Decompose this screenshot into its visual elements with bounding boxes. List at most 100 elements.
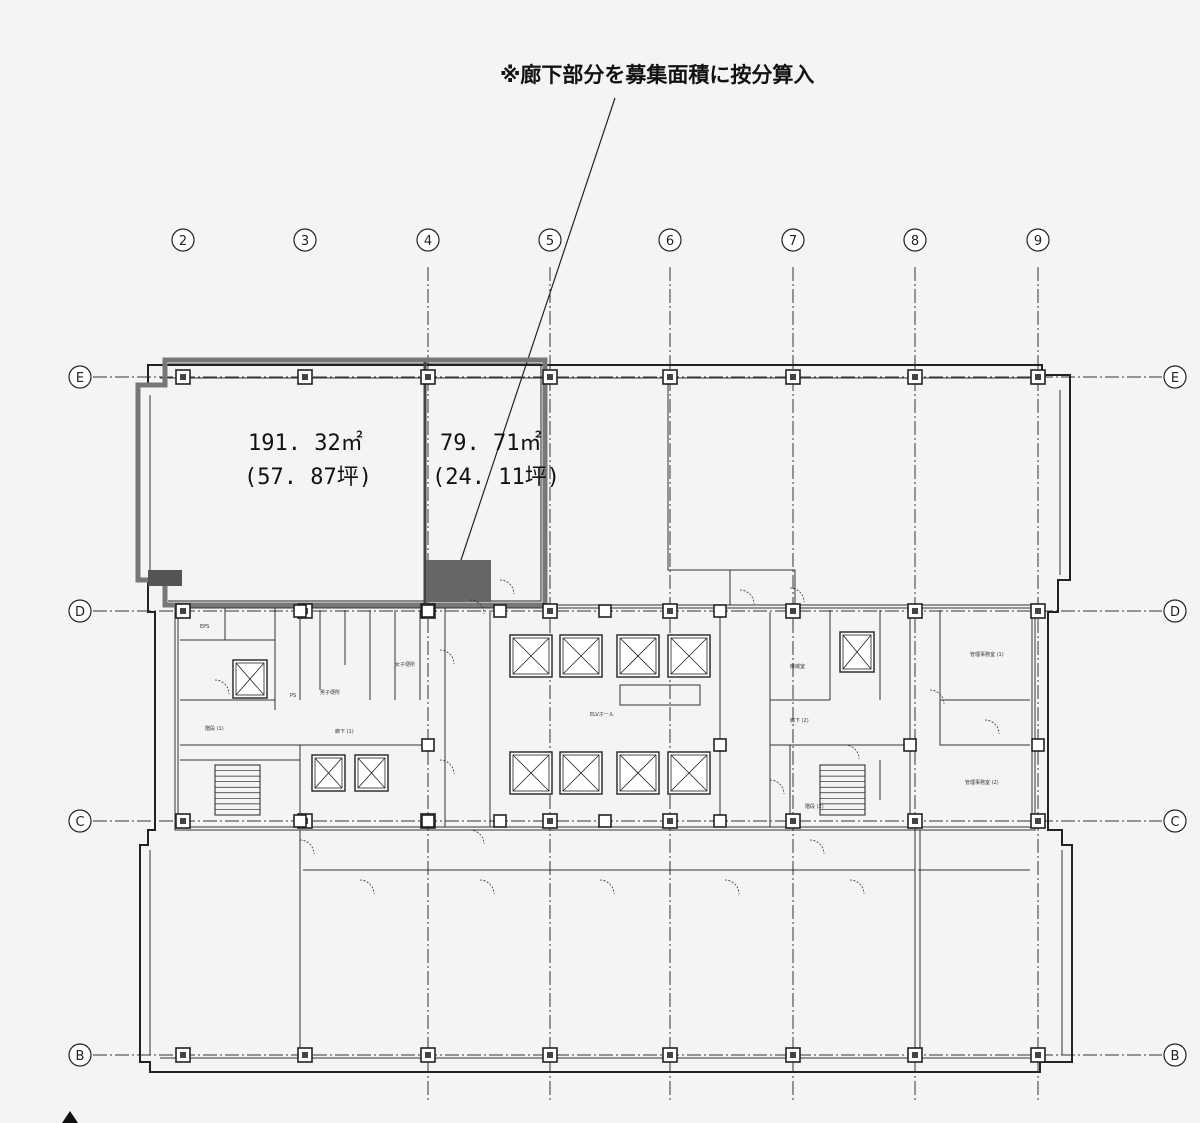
- door-swing-17: [439, 759, 455, 775]
- column-core-2-5: [790, 818, 796, 824]
- column-core-3-0: [180, 1052, 186, 1058]
- door-swing-10: [469, 829, 485, 845]
- elevator-upper-0-inner: [512, 637, 550, 675]
- column-core-0-3: [547, 374, 553, 380]
- column-core-3-6: [912, 1052, 918, 1058]
- core-column-13: [1031, 738, 1045, 752]
- elevator-east-a-cross-b: [842, 634, 872, 670]
- column-core-0-7: [1035, 374, 1041, 380]
- elevator-west-c-cross-b: [357, 757, 386, 789]
- grid-label-row-C-left: C: [75, 815, 84, 830]
- door-swing-18: [439, 649, 455, 665]
- grid-label-row-D-left: D: [75, 605, 85, 620]
- elevator-west-c-inner: [357, 757, 386, 789]
- grid-bubble-col-2: [171, 228, 195, 252]
- core-column-6: [421, 814, 435, 828]
- core-partitions: [180, 608, 1030, 827]
- column-core-0-1: [302, 374, 308, 380]
- door-swing-11: [809, 839, 825, 855]
- grid-label-row-D-right: D: [1170, 605, 1180, 620]
- elevator-lower-2-inner: [619, 754, 657, 792]
- unit-2-area-tsubo: (24. 11坪): [432, 465, 560, 490]
- column-core-1-5: [790, 608, 796, 614]
- grid-bubble-row-E-right: [1163, 365, 1187, 389]
- core-column-5: [293, 814, 307, 828]
- grid-label-col-4: 4: [424, 234, 432, 249]
- elevator-lower-1-cross-b: [562, 754, 600, 792]
- core-column-3: [713, 604, 727, 618]
- core-column-8: [598, 814, 612, 828]
- grid-label-row-B-right: B: [1171, 1049, 1180, 1064]
- column-core-1-0: [180, 608, 186, 614]
- elevator-upper-2-cross-b: [619, 637, 657, 675]
- elevator-upper-2-inner: [619, 637, 657, 675]
- stair-west: [214, 764, 261, 816]
- column-core-3-4: [667, 1052, 673, 1058]
- door-swing-0: [499, 579, 515, 595]
- grid-label-row-E-left: E: [76, 371, 84, 386]
- core-column-9: [713, 814, 727, 828]
- grid-bubble-row-D-left: [68, 599, 92, 623]
- elevator-banks: [232, 631, 875, 795]
- elevator-lower-3-cross-b: [670, 754, 708, 792]
- door-swing-8: [849, 879, 865, 895]
- room-label-corridor-2: 廊下 (2): [790, 717, 809, 724]
- core-column-10: [493, 604, 507, 618]
- grid-label-row-B-left: B: [76, 1049, 85, 1064]
- core-column-4: [421, 738, 435, 752]
- door-swing-5: [479, 879, 495, 895]
- column-core-2-7: [1035, 818, 1041, 824]
- grid-label-col-8: 8: [911, 234, 919, 249]
- grid-bubble-row-D-right: [1163, 599, 1187, 623]
- column-core-2-6: [912, 818, 918, 824]
- grid-bubble-col-6: [658, 228, 682, 252]
- unit-2-area-m2: 79. 71㎡: [440, 430, 541, 456]
- column-core-1-4: [667, 608, 673, 614]
- column-core-2-4: [667, 818, 673, 824]
- grid-label-col-3: 3: [301, 234, 309, 249]
- elevator-lower-0-cross-b: [512, 754, 550, 792]
- core-column-11: [713, 738, 727, 752]
- column-core-0-4: [667, 374, 673, 380]
- door-swing-9: [299, 839, 315, 855]
- core-column-1: [421, 604, 435, 618]
- grid-label-row-C-right: C: [1170, 815, 1179, 830]
- grid-bubble-row-B-left: [68, 1043, 92, 1067]
- door-swing-13: [929, 689, 945, 705]
- column-core-3-3: [547, 1052, 553, 1058]
- door-swing-1: [469, 599, 485, 615]
- room-label-office-1: 管理事務室 (1): [970, 651, 1004, 658]
- column-core-2-3: [547, 818, 553, 824]
- door-swing-4: [359, 879, 375, 895]
- elevator-lower-3-inner: [670, 754, 708, 792]
- grid-bubble-col-9: [1026, 228, 1050, 252]
- caption-bullet-icon: [62, 1111, 78, 1123]
- upper-right-partition: [667, 378, 796, 605]
- grid-label-col-2: 2: [179, 234, 187, 249]
- grid-bubble-row-B-right: [1163, 1043, 1187, 1067]
- building-outline: [137, 364, 1073, 1073]
- elevator-west-b-cross-b: [314, 757, 343, 789]
- room-label-ev-hall: ELVホール: [590, 712, 614, 718]
- elevator-upper-3-inner: [670, 637, 708, 675]
- unit-1-area-tsubo: (57. 87坪): [244, 465, 372, 490]
- door-swing-2: [739, 589, 755, 605]
- elevator-west-a-inner: [235, 662, 265, 696]
- elevator-upper-1-inner: [562, 637, 600, 675]
- elevator-upper-1-cross-b: [562, 637, 600, 675]
- elevator-west-b-inner: [314, 757, 343, 789]
- room-label-mech: 機械室: [790, 663, 805, 670]
- grid-label-col-5: 5: [546, 234, 554, 249]
- grid-bubble-row-C-right: [1163, 809, 1187, 833]
- unit-1-area-m2: 191. 32㎡: [248, 430, 363, 456]
- room-label-office-2: 管理事務室 (2): [965, 779, 999, 786]
- grid-label-col-7: 7: [789, 234, 797, 249]
- column-core-1-7: [1035, 608, 1041, 614]
- door-swing-12: [214, 679, 230, 695]
- door-swing-16: [769, 779, 785, 795]
- column-core-1-3: [547, 608, 553, 614]
- door-swing-7: [724, 879, 740, 895]
- grid-label-row-E-right: E: [1171, 371, 1179, 386]
- core-column-12: [903, 738, 917, 752]
